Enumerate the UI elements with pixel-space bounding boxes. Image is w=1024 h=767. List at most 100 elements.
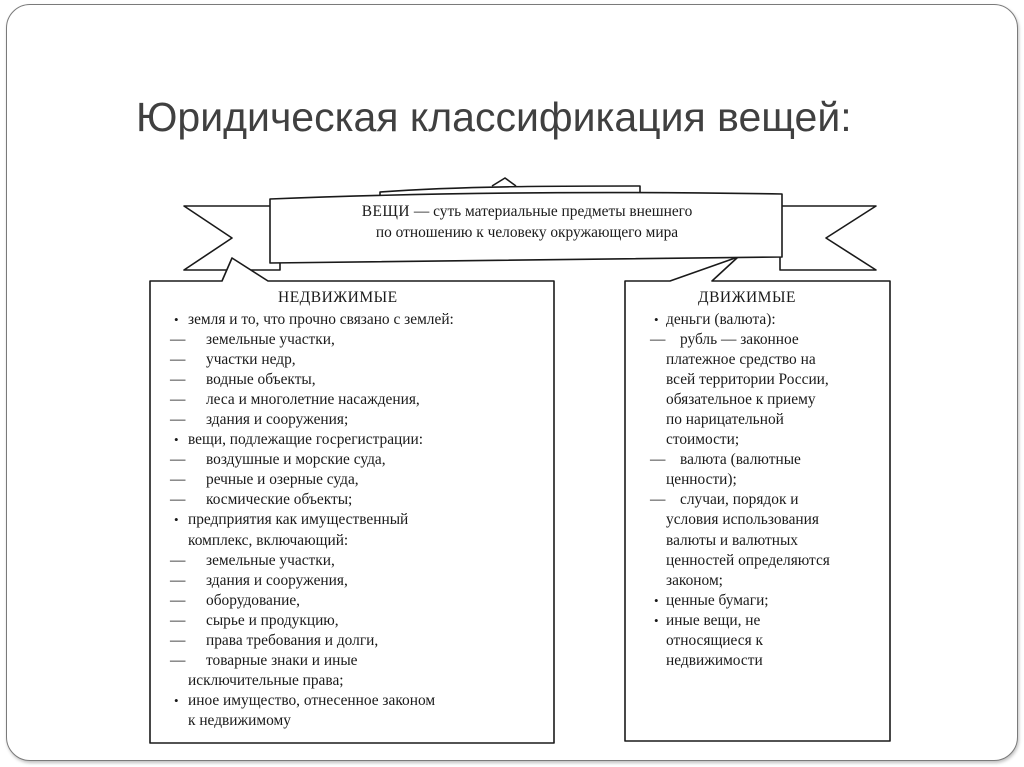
immovable-item: —космические объекты; xyxy=(170,490,540,510)
immovable-item-text: исключительные права; xyxy=(188,671,344,689)
movable-item-text: всей территории России, xyxy=(666,371,829,389)
movable-item-text: ценные бумаги; xyxy=(666,591,769,609)
immovable-item: к недвижимому xyxy=(170,711,540,731)
dash-marker: — xyxy=(650,331,666,349)
dash-marker: — xyxy=(170,471,186,489)
movable-item: — валюта (валютные xyxy=(650,450,885,470)
movable-item: относящиеся к xyxy=(650,631,885,651)
immovable-item-text: предприятия как имущественный xyxy=(188,511,409,529)
movable-item: — случаи, порядок и xyxy=(650,490,885,510)
bullet-marker: • xyxy=(174,512,179,528)
movable-item-text: случаи, порядок и xyxy=(680,491,799,509)
immovable-item: — товарные знаки и иные xyxy=(170,651,540,671)
movable-item: • деньги (валюта): xyxy=(650,310,885,330)
immovable-item: —сырье и продукцию, xyxy=(170,611,540,631)
movable-item-text: валюта (валютные xyxy=(680,451,801,469)
bullet-marker: • xyxy=(174,432,179,448)
immovable-box-outline xyxy=(149,257,555,744)
immovable-item-text: иное имущество, отнесенное законом xyxy=(188,691,436,709)
movable-item-text: иные вещи, не xyxy=(666,611,761,629)
immovable-item-text: земельные участки, xyxy=(206,551,335,569)
movable-item: обязательное к приему xyxy=(650,390,885,410)
immovable-box: НЕДВИЖИМЫЕ •земля и то, что прочно связа… xyxy=(170,288,540,731)
bullet-marker: • xyxy=(174,692,179,708)
dash-marker: — xyxy=(650,491,666,509)
immovable-item-text: речные и озерные суда, xyxy=(206,471,359,489)
dash-marker: — xyxy=(170,371,186,389)
banner-top-notch xyxy=(491,177,517,187)
immovable-item-text: оборудование, xyxy=(206,591,301,609)
movable-box: ДВИЖИМЫЕ •деньги (валюта):—рубль — закон… xyxy=(650,288,885,671)
movable-item: валюты и валютных xyxy=(650,531,885,551)
movable-box-outline xyxy=(624,256,891,742)
movable-item-text: платежное средство на xyxy=(666,351,816,369)
bullet-marker: • xyxy=(654,312,659,327)
immovable-item: —здания и сооружения, xyxy=(170,571,540,591)
immovable-item: — воздушные и морские суда, xyxy=(170,450,540,470)
immovable-item: — здания и сооружения; xyxy=(170,410,540,430)
movable-item-text: ценностей определяются xyxy=(666,551,830,569)
movable-item-text: ценности); xyxy=(666,471,737,489)
immovable-item-text: земля и то, что прочно связано с землей: xyxy=(188,311,454,328)
banner-lead: ВЕЩИ xyxy=(361,203,411,220)
dash-marker: — xyxy=(170,571,186,589)
immovable-list: • земля и то, что прочно связано с землей… xyxy=(170,310,540,731)
movable-item-text: стоимости; xyxy=(666,431,740,449)
movable-item: по нарицательной xyxy=(650,410,885,430)
dash-marker: — xyxy=(170,631,186,649)
immovable-item-text: леса и многолетние насаждения, xyxy=(206,391,420,409)
movable-item-text: рубль — законное xyxy=(680,331,799,349)
movable-heading: ДВИЖИМЫЕ xyxy=(698,289,796,306)
immovable-item: —оборудование, xyxy=(170,591,540,611)
movable-item: • иные вещи, не xyxy=(650,611,885,631)
banner-line-2: по отношению к человеку окружающего мира xyxy=(375,224,679,241)
immovable-item-text: вещи, подлежащие госрегистрации: xyxy=(188,431,424,449)
immovable-item: • предприятия как имущественный xyxy=(170,510,540,530)
dash-marker: — xyxy=(170,651,186,669)
dash-marker: — xyxy=(170,411,186,429)
immovable-item: комплекс, включающий: xyxy=(170,531,540,551)
immovable-item-text: космические объекты; xyxy=(206,491,353,509)
immovable-item-text: воздушные и морские суда, xyxy=(206,451,386,469)
immovable-item-text: здания и сооружения; xyxy=(206,411,349,429)
immovable-item: • земля и то, что прочно связано с землей… xyxy=(170,310,540,330)
dash-marker: — xyxy=(170,611,186,629)
banner-line-1-text: — суть материальные предметы внешнего xyxy=(413,203,693,220)
bullet-marker: • xyxy=(654,592,659,608)
movable-item-text: по нарицательной xyxy=(666,411,784,429)
bullet-marker: • xyxy=(174,312,179,327)
dash-marker: — xyxy=(650,451,666,469)
immovable-item-text: участки недр, xyxy=(206,351,296,369)
dash-marker: — xyxy=(170,551,186,569)
movable-item-text: относящиеся к xyxy=(666,631,763,649)
immovable-item: • иное имущество, отнесенное законом xyxy=(170,691,540,711)
movable-item-text: валюты и валютных xyxy=(666,531,799,549)
movable-item-text: законом; xyxy=(666,571,723,589)
bullet-marker: • xyxy=(654,612,659,628)
banner-right-tail xyxy=(779,205,877,271)
movable-item: ценностей определяются xyxy=(650,551,885,571)
immovable-item: — земельные участки, xyxy=(170,551,540,571)
immovable-item: • вещи, подлежащие госрегистрации: xyxy=(170,430,540,450)
movable-item: ценности); xyxy=(650,470,885,490)
movable-item: стоимости; xyxy=(650,430,885,450)
immovable-item-text: водные объекты, xyxy=(206,371,316,389)
immovable-item-text: земельные участки, xyxy=(206,331,335,349)
dash-marker: — xyxy=(170,451,186,469)
immovable-item-text: товарные знаки и иные xyxy=(206,651,358,669)
banner-line-1: ВЕЩИ — суть материальные предметы внешне… xyxy=(282,201,772,222)
dash-marker: — xyxy=(170,351,186,369)
banner-main xyxy=(269,191,783,264)
immovable-item: —права требования и долги, xyxy=(170,631,540,651)
immovable-item: —земельные участки, xyxy=(170,330,540,350)
movable-item: платежное средство на xyxy=(650,350,885,370)
movable-item-text: деньги (валюта): xyxy=(666,311,776,328)
banner-text: ВЕЩИ — суть материальные предметы внешне… xyxy=(282,201,772,243)
immovable-item: — водные объекты, xyxy=(170,370,540,390)
movable-item: — рубль — законное xyxy=(650,330,885,350)
movable-item: недвижимости xyxy=(650,651,885,671)
slide-title: Юридическая классификация вещей: xyxy=(136,94,852,140)
movable-item: законом; xyxy=(650,571,885,591)
